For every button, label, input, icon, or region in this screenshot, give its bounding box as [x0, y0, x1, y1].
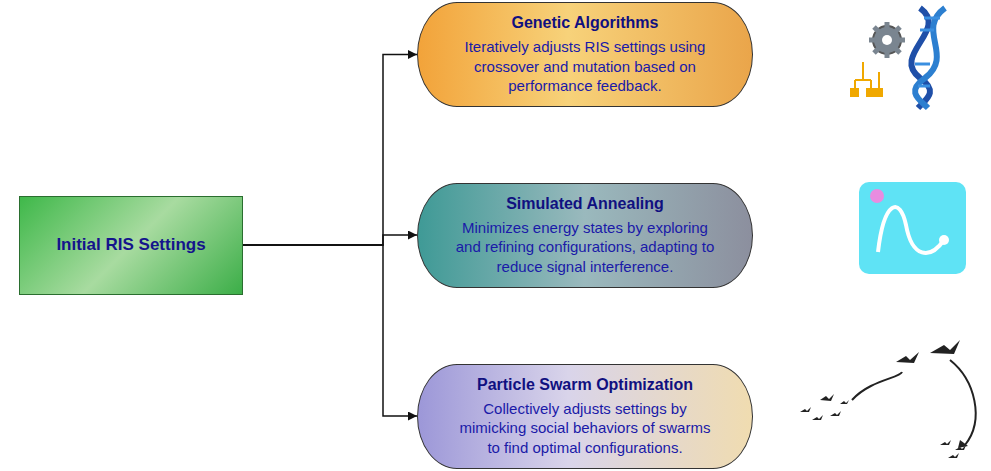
box-body: Iteratively adjusts RIS settings using c… — [452, 37, 718, 96]
box-heading: Particle Swarm Optimization — [477, 375, 693, 396]
swarm-icon — [800, 340, 976, 458]
box-body: Minimizes energy states by exploring and… — [452, 218, 718, 277]
dna-gear-icon — [850, 8, 945, 108]
start-box: Initial RIS Settings — [19, 196, 243, 295]
box-heading: Simulated Annealing — [506, 194, 664, 215]
method-box: Genetic AlgorithmsIteratively adjusts RI… — [417, 2, 753, 107]
box-label: Initial RIS Settings — [56, 235, 205, 255]
method-box: Simulated AnnealingMinimizes energy stat… — [417, 183, 753, 288]
arrow-connector — [243, 235, 417, 245]
box-heading: Genetic Algorithms — [512, 13, 659, 34]
box-body: Collectively adjusts settings by mimicki… — [452, 399, 718, 458]
method-box: Particle Swarm OptimizationCollectively … — [417, 364, 753, 469]
arrow-connector — [243, 245, 417, 416]
annealing-icon — [859, 182, 966, 274]
arrow-connector — [243, 55, 417, 246]
